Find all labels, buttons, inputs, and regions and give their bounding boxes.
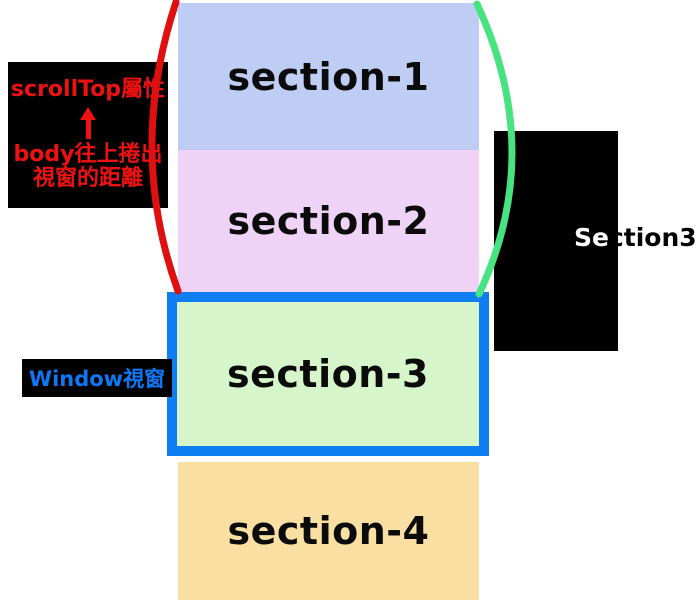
right-annotation-label: Section3 [574, 224, 697, 252]
window-label-box: Window視窗 [22, 359, 172, 397]
section-1-block: section-1 [178, 3, 479, 150]
section-4-label: section-4 [227, 509, 430, 553]
up-arrow-icon [80, 107, 96, 139]
section-3-label: section-3 [227, 352, 429, 396]
window-viewport-box: section-3 [167, 292, 489, 456]
section-4-block: section-4 [178, 462, 479, 600]
window-label-text: Window視窗 [28, 367, 166, 391]
up-arrow-shaft [85, 120, 91, 139]
right-annotation-label-white-part: Se [574, 223, 609, 252]
section-2-label: section-2 [227, 199, 430, 243]
up-arrow-head [80, 107, 96, 120]
section-2-block: section-2 [178, 150, 479, 292]
scrolltop-note-desc-1: body往上捲出 [13, 142, 163, 167]
scrolltop-note-desc-2: 視窗的距離 [32, 166, 143, 191]
right-annotation-label-dark-part: ction3 [608, 223, 697, 252]
scrolltop-note-box: scrollTop屬性 body往上捲出 視窗的距離 [8, 62, 168, 208]
section-1-label: section-1 [227, 54, 430, 99]
scrolltop-note-title: scrollTop屬性 [10, 77, 166, 102]
